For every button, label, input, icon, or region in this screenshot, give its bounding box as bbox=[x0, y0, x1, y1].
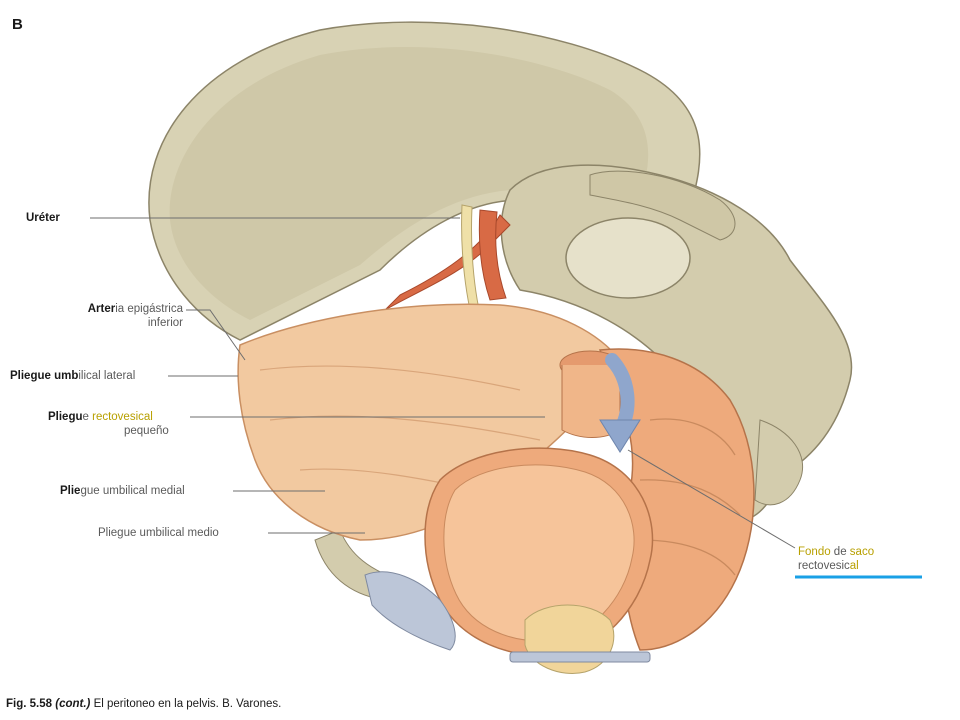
label-pliegue-umbilical-lateral: Pliegue umbilical lateral bbox=[10, 370, 136, 382]
prostate bbox=[524, 604, 615, 674]
pouch-arrow-head bbox=[599, 419, 641, 453]
iliac-fossa bbox=[169, 47, 649, 320]
panel-letter: B bbox=[12, 16, 23, 33]
label-pliegue-umbilical-medial: Pliegue umbilical medial bbox=[60, 485, 185, 497]
label-fondo-saco-rectovesical: Fondo de saco rectovesical bbox=[798, 546, 875, 572]
label-pliegue-rectovesical: Pliegue rectovesical pequeño bbox=[48, 411, 169, 437]
rectum-haustra bbox=[639, 418, 741, 576]
bladder-inner bbox=[443, 464, 635, 642]
vertebra-process bbox=[589, 170, 736, 241]
figure-caption: Fig. 5.58 (cont.) El peritoneo en la pel… bbox=[6, 698, 282, 710]
label-pliegue-umbilical-medio: Pliegue umbilical medio bbox=[98, 527, 219, 539]
symphysis-pad bbox=[364, 571, 456, 651]
artery-vertical bbox=[478, 209, 507, 301]
leader-lines bbox=[90, 217, 796, 549]
vertebral-body bbox=[565, 217, 691, 299]
label-ureter: Uréter bbox=[26, 212, 60, 224]
bottom-bar bbox=[509, 651, 651, 663]
label-arteria-epigastrica: Arteria epigástrica inferior bbox=[87, 303, 183, 329]
coccyx bbox=[754, 419, 804, 506]
